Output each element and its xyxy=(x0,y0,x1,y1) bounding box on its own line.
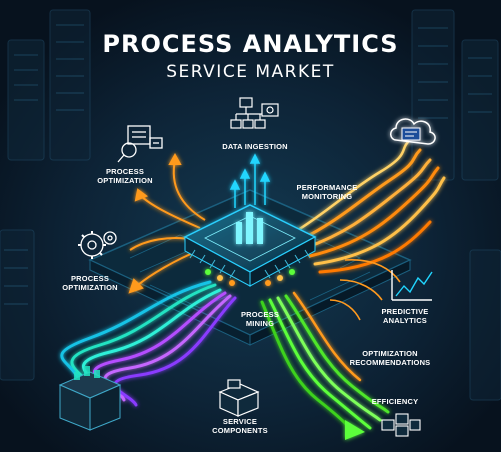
magnify-checklist-icon xyxy=(117,125,163,163)
label-process-optimization-top: PROCESS OPTIMIZATION xyxy=(97,167,153,185)
label-performance-monitoring: PERFORMANCE MONITORING xyxy=(296,183,358,201)
server-boxes-icon xyxy=(381,413,421,437)
line-chart-icon xyxy=(391,270,433,301)
label-optimization-recommendations: OPTIMIZATION RECOMMENDATIONS xyxy=(349,349,431,367)
gears-icon xyxy=(78,231,117,259)
label-efficiency: EFFICIENCY xyxy=(371,397,419,406)
label-process-optimization-left: PROCESS OPTIMIZATION xyxy=(62,274,118,292)
flow-arrows-left xyxy=(128,152,206,294)
flow-arrows-right xyxy=(329,259,401,321)
label-data-ingestion: DATA INGESTION xyxy=(222,142,288,151)
box-stack-icon xyxy=(218,379,260,417)
title-line-1: PROCESS ANALYTICS xyxy=(102,30,399,58)
label-service-components: SERVICE COMPONENTS xyxy=(212,417,268,435)
label-process-mining: PROCESS MINING xyxy=(240,310,280,328)
label-predictive-analytics: PREDICTIVE ANALYTICS xyxy=(381,307,429,325)
data-streams-orange xyxy=(293,140,446,274)
cloud-dashboard-icon xyxy=(390,118,436,145)
server-racks-right xyxy=(411,9,501,401)
data-warehouse-box xyxy=(58,366,122,431)
server-racks-left xyxy=(0,9,91,381)
central-processor-chip xyxy=(183,204,317,287)
title-line-2: SERVICE MARKET xyxy=(166,62,335,82)
flowchart-icon xyxy=(230,97,279,129)
upstream-arrows xyxy=(229,153,271,208)
data-streams-green xyxy=(260,291,390,440)
